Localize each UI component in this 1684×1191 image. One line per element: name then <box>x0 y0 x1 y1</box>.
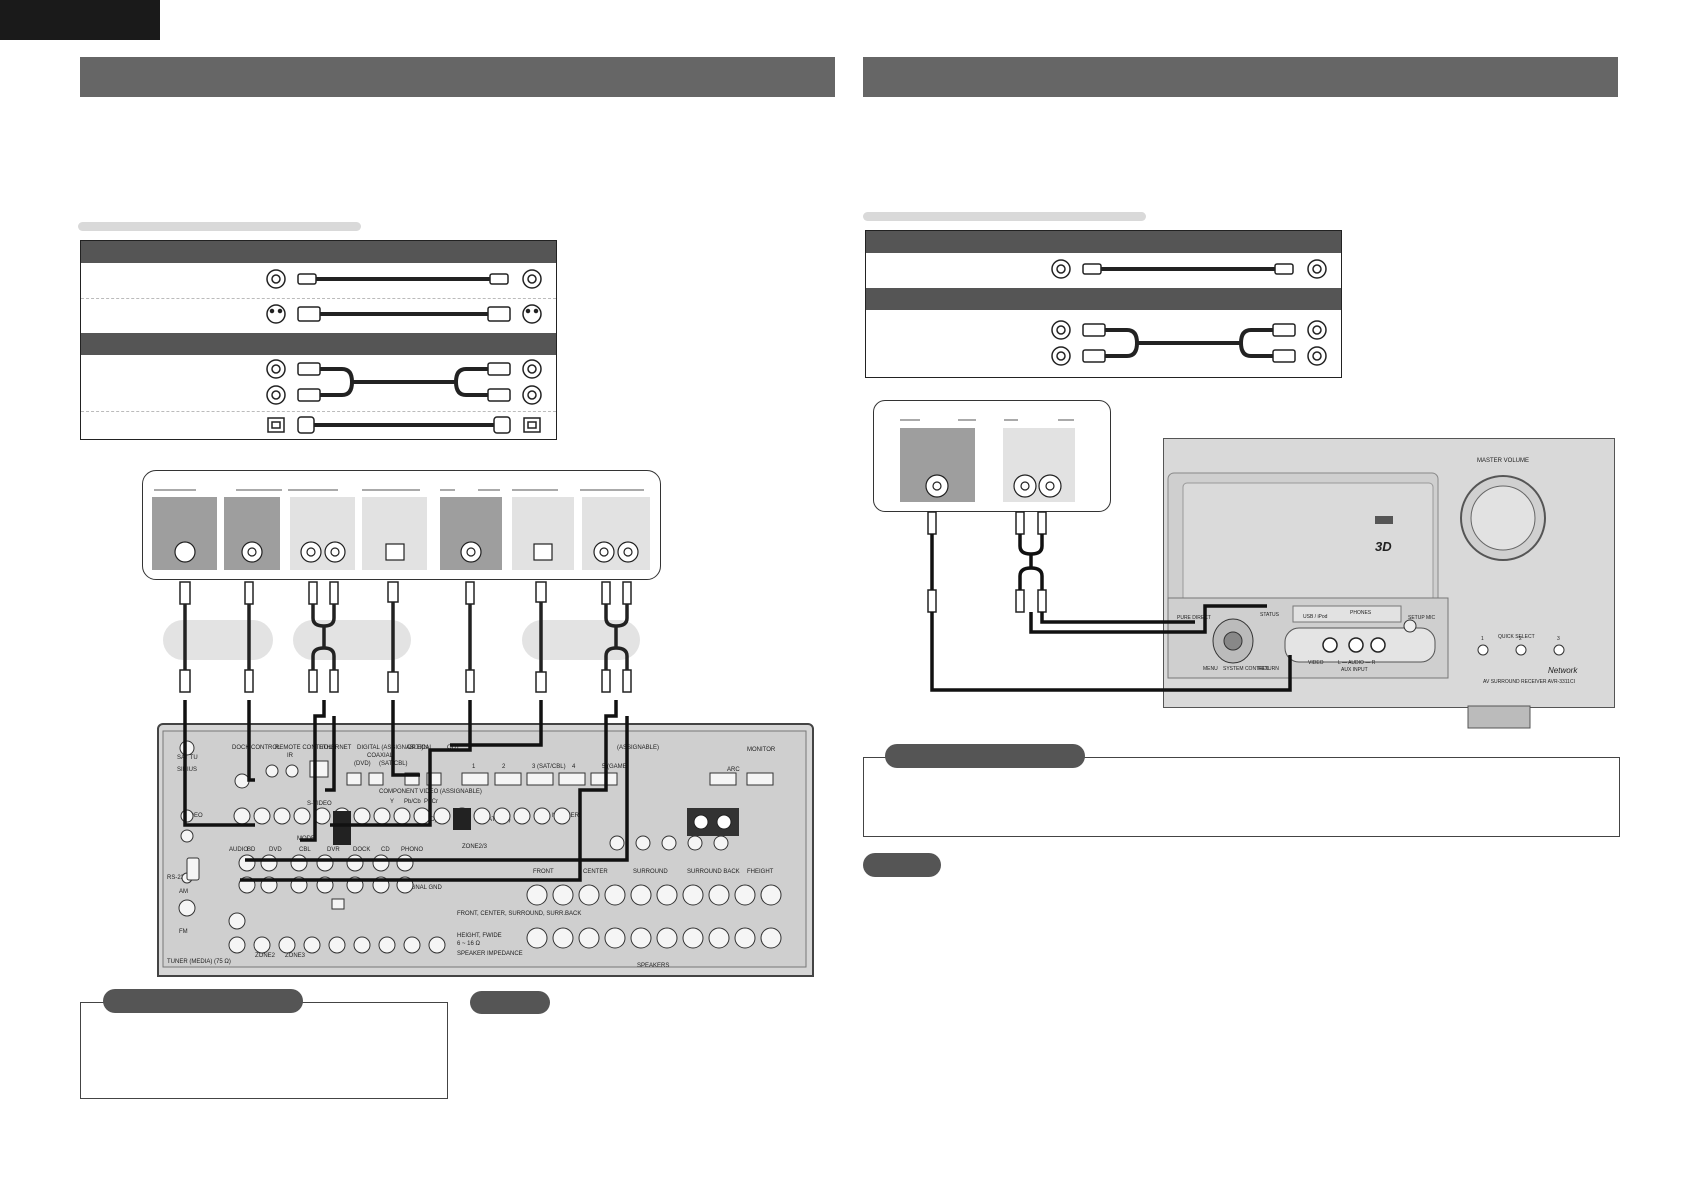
label-surround: SURROUND <box>633 869 668 875</box>
badge-3d: 3D <box>1375 539 1392 554</box>
pure-direct-label: PURE DIRECT <box>1177 615 1211 621</box>
label-hdmi-5: 5 (GAME) <box>602 764 629 770</box>
label-dock-control: DOCK CONTROL <box>232 745 281 751</box>
return-label: RETURN <box>1258 666 1279 672</box>
label-arc: ARC <box>727 767 740 773</box>
label-audio: AUDIO <box>229 847 248 853</box>
label-digital-assignable: DIGITAL (ASSIGNABLE) <box>357 745 423 751</box>
label-sirius: SIRIUS <box>177 767 197 773</box>
row-divider <box>81 411 556 412</box>
note-box-left-tab <box>103 989 303 1013</box>
usb-label: USB / iPod <box>1303 614 1328 620</box>
setup-mic-label: SETUP MIC <box>1408 615 1436 621</box>
label-tuner: TUNER (MEDIA) (75 Ω) <box>167 959 231 965</box>
label-front: FRONT <box>533 869 554 875</box>
label-dock: DOCK <box>353 847 370 853</box>
label-signal-gnd: SIGNAL GND <box>405 885 442 891</box>
label-cd: CD <box>381 847 390 853</box>
quick-select-label: QUICK SELECT <box>1498 634 1535 640</box>
label-dvr: DVR <box>327 847 340 853</box>
label-bd: BD <box>247 847 256 853</box>
status-label: STATUS <box>1260 612 1280 618</box>
label-video: VIDEO <box>184 813 203 819</box>
label-speakers: SPEAKERS <box>637 963 669 969</box>
video-cables-header <box>81 241 556 263</box>
video-label: VIDEO <box>1308 660 1324 666</box>
note-label-right <box>863 853 941 877</box>
note-label-left <box>470 991 550 1014</box>
section-header-left <box>80 57 835 97</box>
audio-lr-label: L — AUDIO — R <box>1338 660 1376 666</box>
cables-pill-right <box>863 212 1146 221</box>
cable-icons-right <box>1051 259 1327 366</box>
label-fm: FM <box>179 929 188 935</box>
label-cbl: CBL <box>299 847 311 853</box>
label-hdmi-2: 2 <box>502 764 506 770</box>
note-box-right <box>863 757 1620 837</box>
label-speaker-impedance: SPEAKER IMPEDANCE <box>457 951 523 957</box>
note-box-left <box>80 1002 448 1099</box>
phones-label: PHONES <box>1350 610 1372 616</box>
cables-table-right <box>865 230 1342 378</box>
label-remote-control: REMOTE CONTROL <box>275 745 332 751</box>
language-tab <box>0 0 160 40</box>
audio-cable-header <box>866 288 1341 310</box>
label-center: CENTER <box>583 869 608 875</box>
label-hdmi-3: 3 (SAT/CBL) <box>532 764 566 770</box>
section-header-right <box>863 57 1618 97</box>
label-optical: OPTICAL <box>407 745 433 751</box>
label-y: Y <box>390 799 394 805</box>
aux-cables <box>927 511 1292 692</box>
label-ohm: 6 ~ 16 Ω <box>457 941 481 947</box>
label-hdmi-1: 1 <box>472 764 476 770</box>
aux-source-jacks <box>900 419 1075 502</box>
cables-table-left <box>80 240 557 440</box>
brand-label: Network <box>1548 666 1578 675</box>
source-jack-blocks <box>152 489 650 570</box>
label-hdmi-4: 4 <box>572 764 576 770</box>
label-in: IN <box>422 745 428 751</box>
quick-2: 2 <box>1519 636 1522 642</box>
label-zone2: ZONE2 <box>255 953 276 959</box>
cable-icons-left <box>266 269 542 434</box>
label-comp-2: 2 (SAT/CBL) <box>477 817 511 823</box>
label-sat-tuner: SAT TU <box>177 755 198 761</box>
label-zone2-3: ZONE2/3 <box>462 844 488 850</box>
rear-panel-cables <box>183 700 629 882</box>
label-zone3: ZONE3 <box>285 953 306 959</box>
label-surround-back: SURROUND BACK <box>687 869 740 875</box>
label-phono: PHONO <box>401 847 423 853</box>
label-rs232c: RS-232C <box>167 875 192 881</box>
label-fheight: FHEIGHT <box>747 869 774 875</box>
label-s-video: S-VIDEO <box>307 801 332 807</box>
label-coaxial: COAXIAL <box>367 753 394 759</box>
aux-input-label: AUX INPUT <box>1341 667 1368 673</box>
video-cable-header <box>866 231 1341 253</box>
quick-3: 3 <box>1557 636 1560 642</box>
label-dvd2: DVD <box>269 847 282 853</box>
system-control-label: SYSTEM CONTROL <box>1223 666 1270 672</box>
label-assignable: (ASSIGNABLE) <box>617 745 659 751</box>
video-cable-bubble <box>163 620 273 660</box>
row-divider <box>81 298 556 299</box>
audio-cables-header <box>81 333 556 355</box>
label-am: AM <box>179 889 188 895</box>
label-monitor: MONITOR <box>747 747 776 753</box>
note-box-right-tab <box>885 744 1085 768</box>
label-front-center: FRONT, CENTER, SURROUND, SURR.BACK <box>457 911 581 917</box>
quick-1: 1 <box>1481 636 1484 642</box>
label-pbcb: Pb/Cb <box>404 799 421 805</box>
label-out: OUT <box>447 745 460 751</box>
source-cables <box>179 581 632 693</box>
cables-pill-left <box>78 222 361 231</box>
menu-label: MENU <box>1203 666 1218 672</box>
label-dvd: (DVD) <box>354 761 371 767</box>
label-ir: IR <box>287 753 294 759</box>
master-volume-label: MASTER VOLUME <box>1477 458 1529 464</box>
label-height-fwide: HEIGHT, FWIDE <box>457 933 502 939</box>
model-label: AV SURROUND RECEIVER AVR-3311CI <box>1483 679 1575 685</box>
front-panel-detail: MASTER VOLUME 3D PURE DIRECT STATUS USB … <box>1167 458 1578 729</box>
